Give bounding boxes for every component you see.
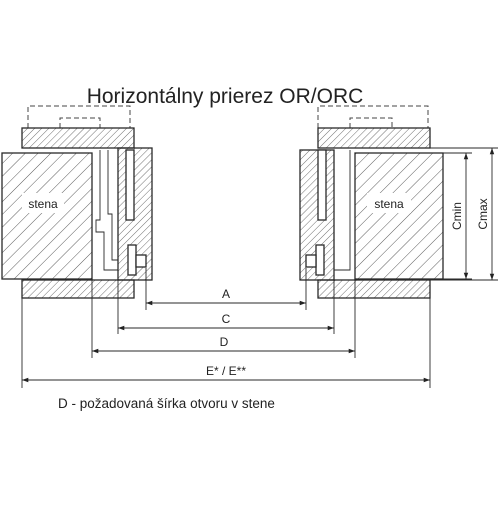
dashed-outline-left <box>27 105 131 128</box>
dimension-a: A <box>146 287 306 306</box>
diagram-note: D - požadovaná šírka otvoru v stene <box>58 396 275 411</box>
right-door-frame <box>299 127 431 299</box>
wall-label-left: stena <box>28 197 58 211</box>
dimension-d-label: D <box>220 335 229 349</box>
diagram-title: Horizontálny prierez OR/ORC <box>87 85 364 108</box>
dimension-cmin-label: Cmin <box>450 202 464 230</box>
dimension-a-label: A <box>222 287 230 301</box>
dimension-d: D <box>92 335 355 354</box>
dimension-cmax-label: Cmax <box>476 198 490 229</box>
dashed-outline-right <box>317 105 429 128</box>
left-wall: stena <box>1 152 93 280</box>
dimension-e-label: E* / E** <box>206 364 246 378</box>
dimension-cmin: Cmin <box>450 153 469 279</box>
left-door-frame <box>21 127 153 299</box>
wall-label-right: stena <box>374 197 404 211</box>
dimension-cmax: Cmax <box>476 148 495 280</box>
right-wall: stena <box>354 152 444 280</box>
dimension-c: C <box>118 312 334 331</box>
dimension-c-label: C <box>222 312 231 326</box>
dimension-e: E* / E** <box>22 364 430 383</box>
